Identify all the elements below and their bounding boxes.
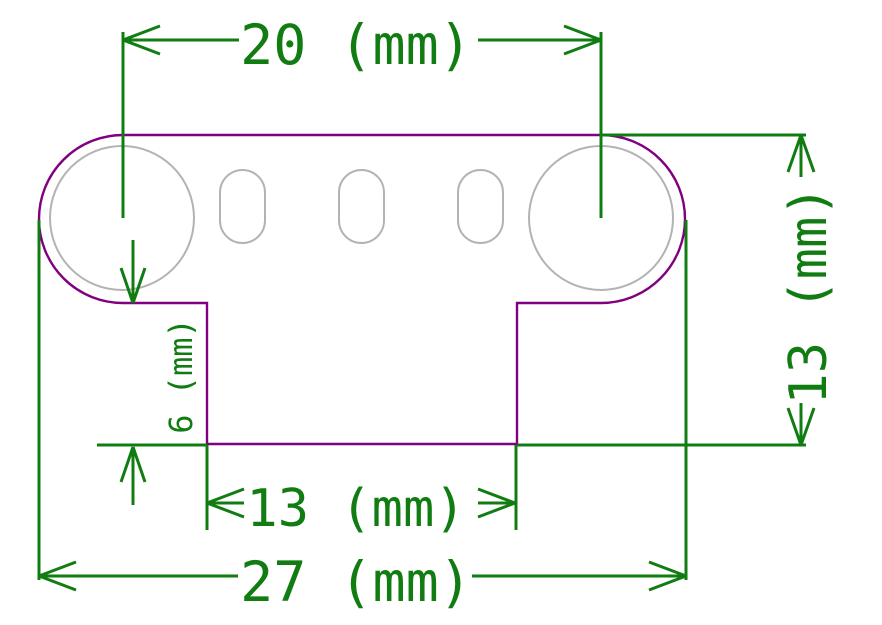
arrowhead-barb	[131, 446, 147, 483]
dim-hole-spacing-label: 20 (mm)	[240, 13, 472, 77]
dim-overall-height	[517, 133, 816, 447]
arrowhead-barb	[119, 267, 135, 304]
dim-tab-width-label: 13 (mm)	[246, 479, 465, 539]
dim-tab-height-label: 6 (mm)	[162, 318, 200, 434]
dimension-labels-group: 20 (mm) 13 (mm) 6 (mm) 13 (mm) 27 (mm)	[162, 13, 839, 614]
arrowhead-barb	[206, 487, 245, 505]
dim-overall-width-label: 27 (mm)	[240, 550, 472, 614]
dimensions-group	[37, 24, 816, 592]
dim-overall-width	[37, 220, 688, 592]
slot-hole-2	[338, 169, 385, 244]
arrowhead-barb	[122, 24, 161, 42]
arrowhead-barb	[38, 574, 77, 592]
arrowhead-barb	[477, 501, 516, 519]
arrowhead-barb	[563, 38, 602, 56]
slot-hole-1	[219, 169, 266, 244]
arrowhead-barb	[563, 24, 602, 42]
arrowhead-barb	[131, 267, 147, 304]
arrowhead-barb	[477, 487, 516, 505]
dim-tab-width	[205, 445, 518, 530]
arrowhead-barb	[786, 134, 803, 173]
arrowhead-barb	[799, 407, 816, 446]
arrowhead-barb	[648, 574, 687, 592]
arrowhead-barb	[648, 560, 687, 578]
slot-hole-3	[457, 169, 504, 244]
arrowhead-barb	[122, 38, 161, 56]
arrowhead-barb	[206, 501, 245, 519]
arrowhead-barb	[799, 134, 816, 173]
arrowhead-barb	[38, 560, 77, 578]
dim-overall-height-label: 13 (mm)	[779, 185, 839, 404]
arrowhead-barb	[786, 407, 803, 446]
dim-hole-spacing	[121, 24, 603, 218]
dim-tab-height	[97, 240, 207, 505]
arrowhead-barb	[119, 446, 135, 483]
